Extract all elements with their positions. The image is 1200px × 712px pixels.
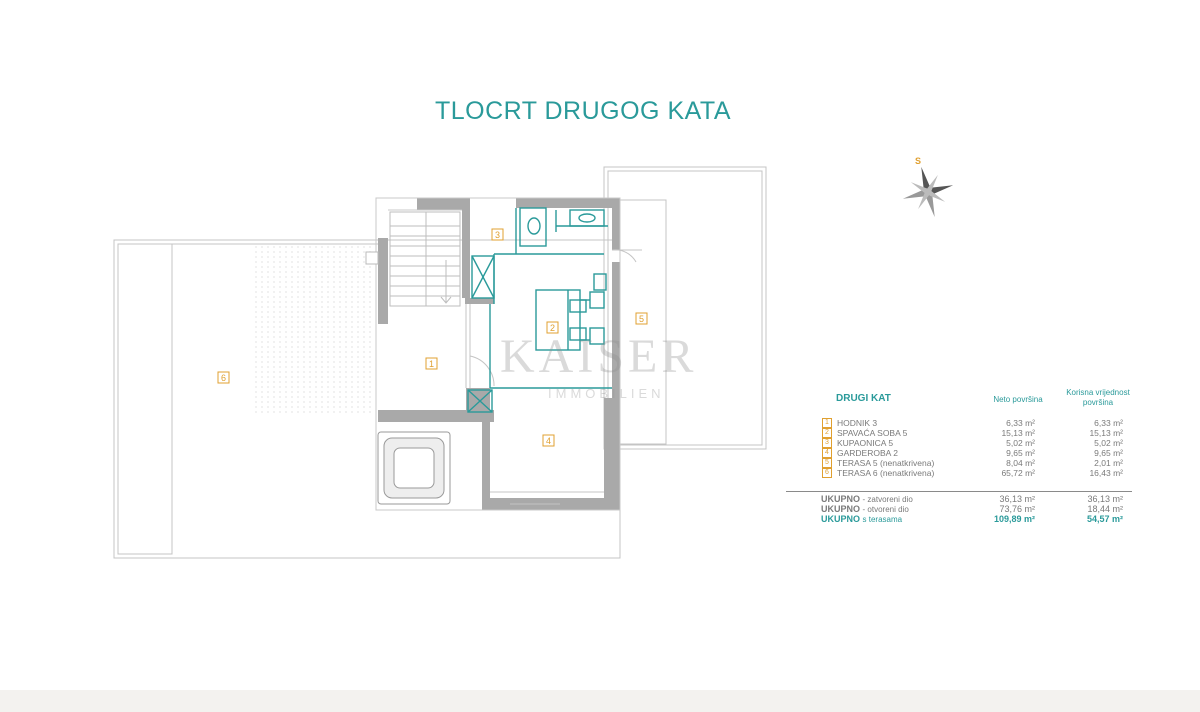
table-title: DRUGI KAT xyxy=(836,393,891,404)
total-korisna: 36,13 m² xyxy=(1087,494,1123,504)
watermark: KAISER IMMOBILIEN xyxy=(500,330,697,401)
total-desc: - otvoreni dio xyxy=(862,505,909,514)
total-label: UKUPNO xyxy=(821,494,861,504)
room-name: TERASA 5 (nenatkrivena) xyxy=(837,458,935,468)
total-desc: - zatvoreni dio xyxy=(862,495,913,504)
staircase xyxy=(389,211,461,307)
table-row: 4 GARDEROBA 2 9,65 m² 9,65 m² xyxy=(820,448,1140,458)
outer-edges xyxy=(375,197,621,511)
terrace-5-outline xyxy=(603,166,767,450)
room-labels: 1 2 3 4 5 6 xyxy=(217,228,648,447)
svg-text:3: 3 xyxy=(495,230,500,240)
room-label-2: 2 xyxy=(546,321,559,334)
table-row: 5 TERASA 5 (nenatkrivena) 8,04 m² 2,01 m… xyxy=(820,458,1140,468)
svg-text:KAISER: KAISER xyxy=(500,330,697,383)
table-row: 3 KUPAONICA 5 5,02 m² 5,02 m² xyxy=(820,438,1140,448)
room-label-5: 5 xyxy=(635,312,648,325)
compass-icon xyxy=(902,166,954,218)
svg-text:6: 6 xyxy=(221,373,226,383)
footer-band xyxy=(0,690,1200,712)
compass-label: S xyxy=(915,156,921,166)
total-korisna: 18,44 m² xyxy=(1087,504,1123,514)
totals: UKUPNO - zatvoreni dio 36,13 m² 36,13 m²… xyxy=(820,494,1140,524)
room-name: HODNIK 3 xyxy=(837,418,878,428)
total-row-with-terraces: UKUPNO s terasama 109,89 m² 54,57 m² xyxy=(820,514,1140,524)
total-label: UKUPNO xyxy=(821,504,861,514)
room-label-4: 4 xyxy=(542,434,555,447)
svg-text:2: 2 xyxy=(550,323,555,333)
neto-value: 9,65 m² xyxy=(1006,448,1035,458)
total-neto: 73,76 m² xyxy=(999,504,1035,514)
room-label-6: 6 xyxy=(217,371,230,384)
table-row: 6 TERASA 6 (nenatkrivena) 65,72 m² 16,43… xyxy=(820,468,1140,478)
svg-text:4: 4 xyxy=(546,436,551,446)
room-rows: 1 HODNIK 3 6,33 m² 6,33 m² 2 SPAVAĆA SOB… xyxy=(820,418,1140,478)
svg-text:1: 1 xyxy=(429,359,434,369)
room-name: TERASA 6 (nenatkrivena) xyxy=(837,468,935,478)
neto-value: 6,33 m² xyxy=(1006,418,1035,428)
room-name: GARDEROBA 2 xyxy=(837,448,898,458)
neto-value: 8,04 m² xyxy=(1006,458,1035,468)
korisna-value: 9,65 m² xyxy=(1094,448,1123,458)
korisna-value: 6,33 m² xyxy=(1094,418,1123,428)
neto-value: 65,72 m² xyxy=(1001,468,1035,478)
column-header-korisna: Korisna vrijednost površina xyxy=(1066,388,1130,407)
total-korisna: 54,57 m² xyxy=(1086,514,1123,524)
table-row: 2 SPAVAĆA SOBA 5 15,13 m² 15,13 m² xyxy=(820,428,1140,438)
row-number: 5 xyxy=(822,458,832,468)
column-header-neto: Neto površina xyxy=(993,395,1043,404)
total-desc: s terasama xyxy=(862,515,903,524)
deck-boards xyxy=(255,246,371,414)
room-label-1: 1 xyxy=(425,357,438,370)
row-number: 1 xyxy=(822,418,832,428)
page-title: TLOCRT DRUGOG KATA xyxy=(434,97,732,125)
total-label: UKUPNO xyxy=(821,514,861,524)
total-neto: 36,13 m² xyxy=(999,494,1035,504)
row-number: 6 xyxy=(822,468,832,478)
svg-text:IMMOBILIEN: IMMOBILIEN xyxy=(548,386,665,401)
table-row: 1 HODNIK 3 6,33 m² 6,33 m² xyxy=(820,418,1140,428)
total-row: UKUPNO - otvoreni dio 73,76 m² 18,44 m² xyxy=(820,504,1140,514)
row-number: 4 xyxy=(822,448,832,458)
neto-value: 15,13 m² xyxy=(1001,428,1035,438)
hot-tub xyxy=(377,431,451,505)
table-divider xyxy=(786,491,1132,492)
room-label-3: 3 xyxy=(491,228,504,241)
fixtures xyxy=(467,207,612,413)
total-neto: 109,89 m² xyxy=(993,514,1035,524)
interior-lines xyxy=(465,249,642,505)
svg-text:5: 5 xyxy=(639,314,644,324)
korisna-value: 2,01 m² xyxy=(1094,458,1123,468)
room-name: KUPAONICA 5 xyxy=(837,438,894,448)
row-number: 2 xyxy=(822,428,832,438)
room-name: SPAVAĆA SOBA 5 xyxy=(837,428,908,438)
row-number: 3 xyxy=(822,438,832,448)
neto-value: 5,02 m² xyxy=(1006,438,1035,448)
chimney xyxy=(365,251,379,265)
total-row: UKUPNO - zatvoreni dio 36,13 m² 36,13 m² xyxy=(820,494,1140,504)
korisna-value: 15,13 m² xyxy=(1089,428,1123,438)
korisna-value: 16,43 m² xyxy=(1089,468,1123,478)
korisna-value: 5,02 m² xyxy=(1094,438,1123,448)
